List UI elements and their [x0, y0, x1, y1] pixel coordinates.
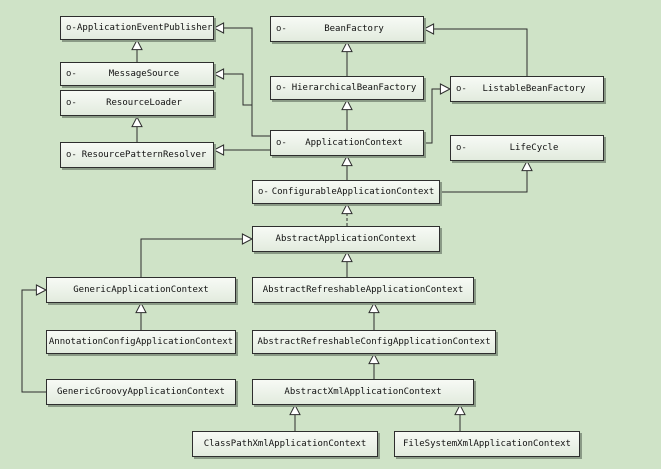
relation-line — [223, 27, 270, 137]
inheritance-arrowhead — [341, 98, 353, 111]
inheritance-arrowhead — [131, 38, 143, 51]
interface-marker: o- — [66, 150, 77, 160]
node-label: LifeCycle — [509, 143, 559, 153]
relation-line — [140, 238, 243, 277]
node-label: ApplicationEventPublisher — [77, 23, 213, 33]
relation-line — [424, 88, 441, 144]
node-label: ResourceLoader — [106, 98, 182, 108]
node-abstract-refreshable-config-application-context: AbstractRefreshableConfigApplicationCont… — [252, 330, 496, 354]
node-annotation-config-application-context: AnnotationConfigApplicationContext — [46, 330, 236, 354]
node-generic-groovy-application-context: GenericGroovyApplicationContext — [46, 379, 236, 405]
inheritance-arrowhead — [422, 23, 435, 35]
node-label: AnnotationConfigApplicationContext — [48, 337, 234, 347]
node-resource-loader: o- ResourceLoader — [60, 90, 214, 116]
node-label: AbstractRefreshableApplicationContext — [262, 285, 464, 295]
node-abstract-refreshable-application-context: AbstractRefreshableApplicationContext — [252, 277, 474, 303]
node-label: HierarchicalBeanFactory — [291, 83, 417, 93]
node-class-path-xml-application-context: ClassPathXmlApplicationContext — [192, 431, 378, 457]
inheritance-arrowhead — [341, 202, 353, 215]
interface-marker: o- — [276, 83, 287, 93]
node-label: ApplicationContext — [305, 138, 403, 148]
node-bean-factory: o- BeanFactory — [270, 16, 424, 42]
node-application-event-publisher: o- ApplicationEventPublisher — [60, 16, 214, 40]
relation-line — [223, 73, 252, 106]
node-label: ClassPathXmlApplicationContext — [203, 439, 367, 449]
node-label: MessageSource — [108, 69, 180, 79]
node-label: AbstractRefreshableConfigApplicationCont… — [257, 337, 491, 347]
interface-marker: o- — [456, 143, 467, 153]
node-label: FileSystemXmlApplicationContext — [403, 439, 571, 449]
node-label: GenericGroovyApplicationContext — [57, 387, 225, 397]
inheritance-arrowhead — [212, 68, 225, 80]
node-lifecycle: o- LifeCycle — [450, 135, 604, 161]
node-generic-application-context: GenericApplicationContext — [46, 277, 236, 303]
node-label: AbstractApplicationContext — [275, 234, 417, 244]
interface-marker: o- — [66, 23, 77, 33]
interface-marker: o- — [258, 187, 269, 197]
inheritance-arrowhead — [521, 159, 533, 172]
inheritance-arrowhead — [439, 83, 452, 95]
node-label: ConfigurableApplicationContext — [271, 187, 435, 197]
inheritance-arrowhead — [135, 301, 147, 314]
node-hierarchical-bean-factory: o- HierarchicalBeanFactory — [270, 76, 424, 100]
relation-line — [440, 170, 528, 193]
relation-line — [432, 28, 528, 76]
inheritance-arrowhead — [241, 233, 254, 245]
inheritance-arrowhead — [35, 284, 48, 296]
interface-marker: o- — [276, 138, 287, 148]
node-abstract-application-context: AbstractApplicationContext — [252, 226, 440, 252]
inheritance-arrowhead — [341, 154, 353, 167]
inheritance-arrowhead — [131, 115, 143, 128]
inheritance-arrowhead — [368, 301, 380, 314]
inheritance-arrowhead — [289, 403, 301, 416]
inheritance-arrowhead — [341, 250, 353, 263]
node-label: AbstractXmlApplicationContext — [284, 387, 442, 397]
node-configurable-application-context: o- ConfigurableApplicationContext — [252, 180, 440, 204]
node-resource-pattern-resolver: o- ResourcePatternResolver — [60, 142, 214, 168]
node-label: GenericApplicationContext — [73, 285, 209, 295]
node-abstract-xml-application-context: AbstractXmlApplicationContext — [252, 379, 474, 405]
inheritance-arrowhead — [341, 40, 353, 53]
node-file-system-xml-application-context: FileSystemXmlApplicationContext — [394, 431, 580, 457]
interface-marker: o- — [66, 69, 77, 79]
node-label: BeanFactory — [324, 24, 384, 34]
node-application-context: o- ApplicationContext — [270, 130, 424, 156]
node-label: ResourcePatternResolver — [81, 150, 207, 160]
node-message-source: o- MessageSource — [60, 62, 214, 86]
interface-marker: o- — [456, 84, 467, 94]
node-label: ListableBeanFactory — [482, 84, 586, 94]
inheritance-arrowhead — [454, 403, 466, 416]
node-listable-bean-factory: o- ListableBeanFactory — [450, 76, 604, 102]
interface-marker: o- — [276, 24, 287, 34]
relation-line — [21, 289, 46, 393]
inheritance-arrowhead — [212, 144, 225, 156]
inheritance-arrowhead — [368, 352, 380, 365]
interface-marker: o- — [66, 98, 77, 108]
inheritance-arrowhead — [212, 22, 225, 34]
